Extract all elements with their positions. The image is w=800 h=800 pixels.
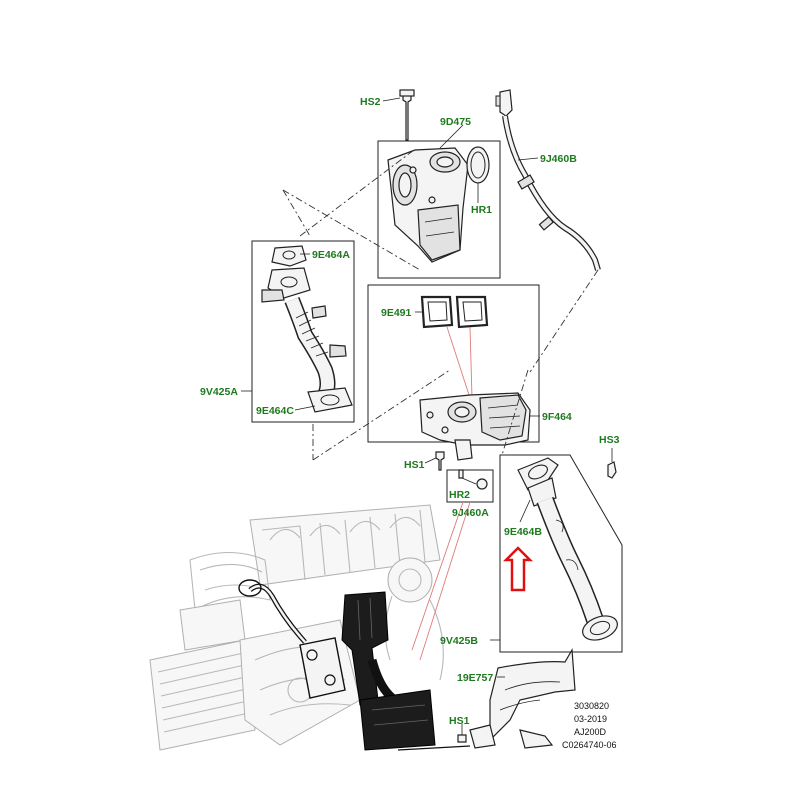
- heat-shield-19e757: [457, 648, 576, 749]
- callout-hs1-top: HS1: [404, 459, 425, 471]
- egr-pipe-group-9v425a: [241, 240, 355, 423]
- egr-tube-9j460b: [495, 89, 601, 271]
- callout-hr2: HR2: [449, 489, 470, 501]
- callout-9e464a: 9E464A: [312, 249, 350, 261]
- reference-catalog: C0264740-06: [562, 740, 617, 750]
- egr-pipe-group-9v425b: [490, 448, 623, 653]
- reference-engine: AJ200D: [574, 727, 607, 737]
- callout-9e464b: 9E464B: [504, 526, 542, 538]
- callout-9v425a: 9V425A: [200, 386, 238, 398]
- callout-labels: HS2 9D475 9J460B HR1 9E464A 9E491 9V425A…: [200, 96, 620, 727]
- assembly-leader-lines: [282, 149, 599, 461]
- callout-9j460b: 9J460B: [540, 153, 577, 165]
- reference-block: 3030820 03-2019 AJ200D C0264740-06: [562, 701, 617, 750]
- callout-hs1-bottom: HS1: [449, 715, 470, 727]
- up-arrow-icon: [502, 546, 534, 592]
- egr-valve-group: [377, 89, 501, 279]
- callout-9j460a: 9J460A: [452, 507, 489, 519]
- egr-cooler-group-9f464: [367, 284, 540, 461]
- callout-hs2: HS2: [360, 96, 381, 108]
- callout-hs3: HS3: [599, 434, 620, 446]
- callout-hr1: HR1: [471, 204, 492, 216]
- callout-9e464c: 9E464C: [256, 405, 294, 417]
- callout-9e491: 9E491: [381, 307, 412, 319]
- callout-9d475: 9D475: [440, 116, 471, 128]
- callout-9f464: 9F464: [542, 411, 572, 423]
- reference-date: 03-2019: [574, 714, 607, 724]
- callout-19e757: 19E757: [457, 672, 493, 684]
- hs1-hr2-group: [411, 451, 494, 661]
- callout-9v425b: 9V425B: [440, 635, 478, 647]
- reference-code: 3030820: [574, 701, 609, 711]
- engine-assembly-illustration: [149, 504, 471, 751]
